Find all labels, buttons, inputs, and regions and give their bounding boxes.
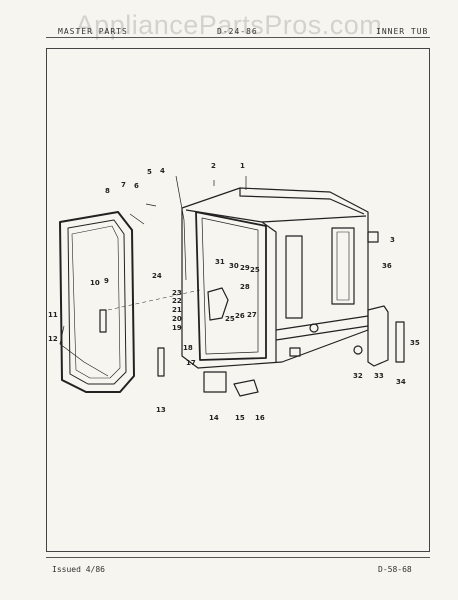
callout-30: 30 [229,262,239,270]
diagram-frame [46,48,430,552]
callout-12: 12 [48,335,58,343]
footer-page: D-58-68 [378,565,412,574]
callout-26: 26 [235,312,245,320]
callout-31: 31 [215,258,225,266]
callout-2: 2 [211,162,216,170]
callout-11: 11 [48,311,58,319]
header-middle: D-24-86 [217,27,258,36]
callout-14: 14 [209,414,219,422]
callout-18: 18 [183,344,193,352]
callout-34: 34 [396,378,406,386]
callout-15: 15 [235,414,245,422]
callout-22: 22 [172,297,182,305]
callout-19: 19 [172,324,182,332]
callout-3: 3 [390,236,395,244]
callout-33: 33 [374,372,384,380]
callout-36: 36 [382,262,392,270]
tub-drawing [59,175,405,397]
callout-17: 17 [186,359,196,367]
callout-16: 16 [255,414,265,422]
callout-20: 20 [172,315,182,323]
callout-28: 28 [240,283,250,291]
callout-5: 5 [147,168,152,176]
callout-23: 23 [172,289,182,297]
callout-35: 35 [410,339,420,347]
callout-10: 10 [90,279,100,287]
callout-labels: 1 2 3 4 5 6 7 8 9 10 11 12 13 14 15 16 1… [48,162,420,422]
callout-4: 4 [160,167,165,175]
header-left: MASTER PARTS [58,27,128,36]
callout-25a: 25 [225,315,235,323]
footer-issued: Issued 4/86 [52,565,105,574]
callout-21: 21 [172,306,182,314]
footer-rule [46,557,430,558]
callout-6: 6 [134,182,139,190]
callout-32: 32 [353,372,363,380]
callout-13: 13 [156,406,166,414]
header-right: INNER TUB [376,27,429,36]
callout-8: 8 [105,187,110,195]
callout-7: 7 [121,181,126,189]
header-rule [46,37,430,38]
callout-9: 9 [104,277,109,285]
callout-27: 27 [247,311,257,319]
watermark: AppliancePartsPros.com [75,10,383,40]
callout-24: 24 [152,272,162,280]
callout-1: 1 [240,162,245,170]
callout-29: 29 [240,264,250,272]
callout-25b: 25 [250,266,260,274]
